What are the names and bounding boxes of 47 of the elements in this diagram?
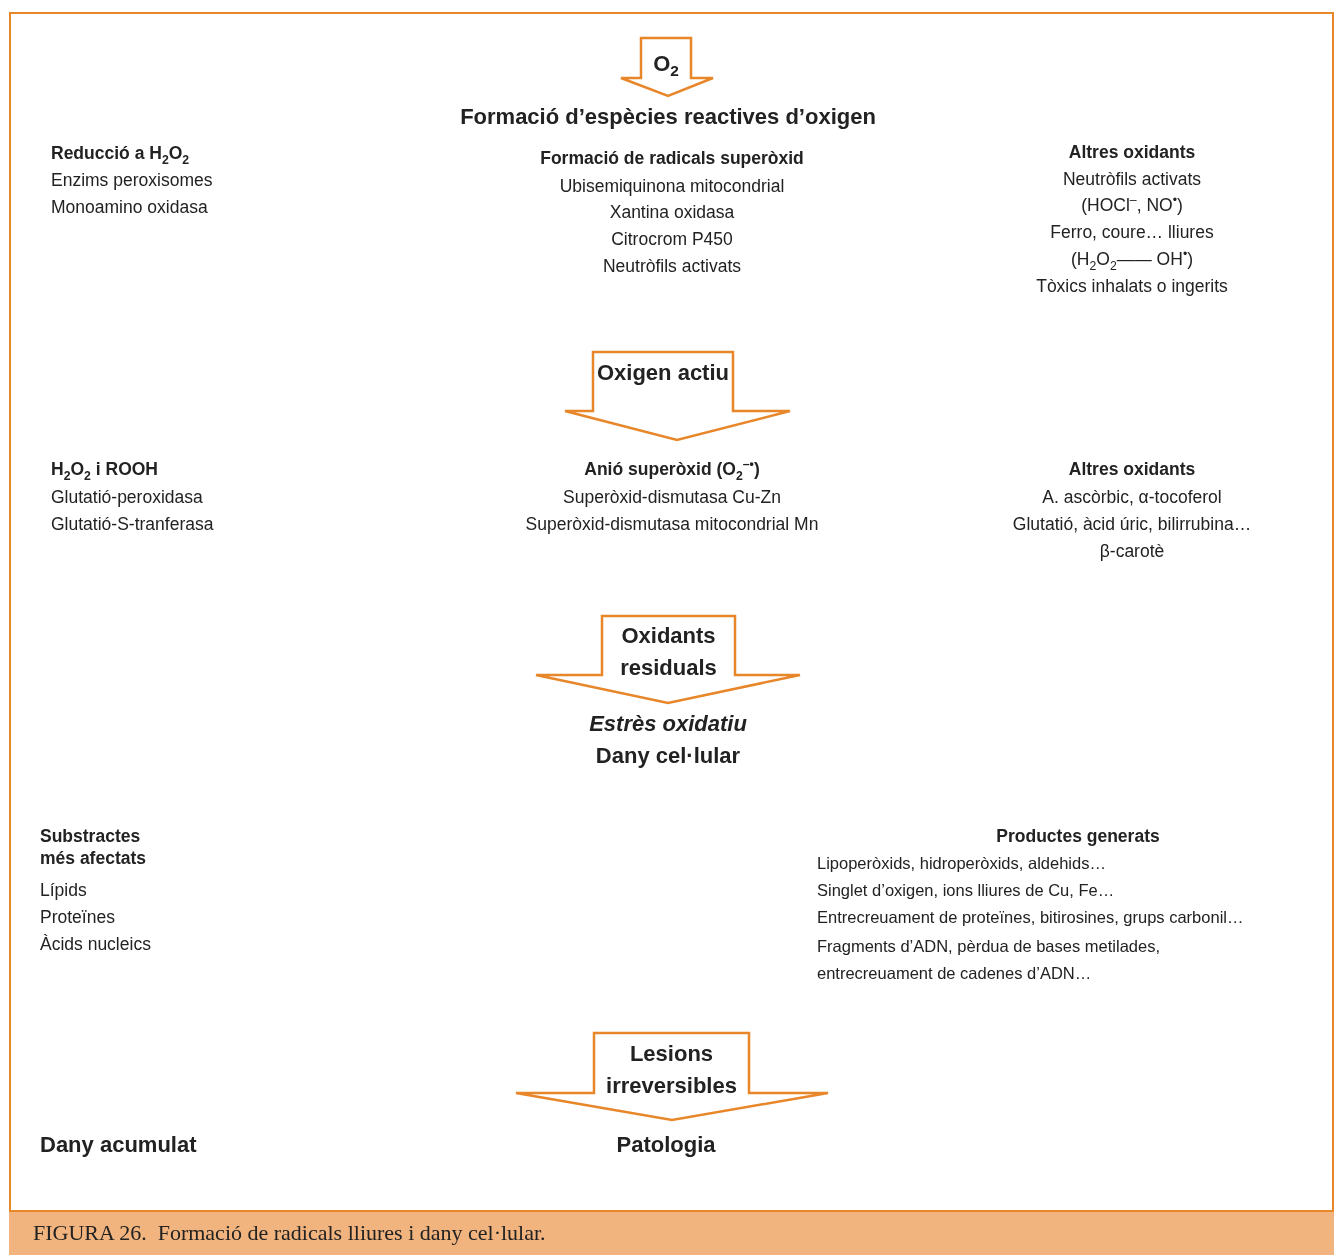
outcome-heading: Patologia [616,1131,716,1159]
list-item: Ferro, coure… lliures [1050,221,1214,243]
list-item: Citrocrom P450 [611,228,733,250]
block-arrow [565,352,790,440]
list-item: Glutatió-S-tranferasa [51,513,214,535]
list-item: β-carotè [1099,540,1165,562]
arrow-label: Oxidants residuals [619,622,718,682]
list-item: Monoamino oxidasa [51,196,208,218]
list-item: Entrecreuament de proteïnes, bitirosines, grups carbonil… [817,907,1244,928]
arrow-label: Oxigen actiu [595,359,730,387]
section-heading: Formació d’espècies reactives d’oxigen [460,103,876,131]
list-item: Glutatió-peroxidasa [51,486,203,508]
figure-caption: FIGURA 26. Formació de radicals lliures i dany cel·lular. [33,1220,546,1246]
list-item: A. ascòrbic, α-tocoferol [1042,486,1222,508]
outcome-heading: Dany cel·lular [595,742,741,770]
list-item: Xantina oxidasa [609,201,735,223]
list-item: Lípids [40,879,87,901]
list-item: Superòxid-dismutasa mitocondrial Mn [525,513,819,535]
outcome-heading: Dany acumulat [40,1131,197,1159]
emphasis-heading: Estrès oxidatiu [589,710,747,738]
arrow-label: O$_{2}$ [652,50,680,80]
list-item: Lipoperòxids, hidroperòxids, aldehids… [817,853,1106,874]
list-item: (H$_{2}$O$_{2}$—— OH$^{•}$) [1071,248,1193,270]
column-heading: Reducció a H$_{2}$O$_{2}$ [51,142,190,164]
list-item: Fragments d’ADN, pèrdua de bases metilades, entrecreuament de cadenes d’ADN… [817,936,1161,984]
column-heading: Productes generats [996,825,1160,847]
list-item: Superòxid-dismutasa Cu-Zn [563,486,781,508]
block-arrow [536,616,800,703]
list-item: Tòxics inhalats o ingerits [1036,275,1228,297]
list-item: Neutròfils activats [1062,168,1202,190]
arrow-label: Lesions irreversibles [605,1040,738,1100]
block-arrow [516,1033,828,1120]
list-item: Enzims peroxisomes [51,169,213,191]
column-heading: Formació de radicals superòxid [540,147,804,169]
list-item: Ubisemiquinona mitocondrial [559,175,785,197]
list-item: Àcids nucleics [40,933,151,955]
column-heading: Anió superòxid (O$_{2}$$^{–•}$) [584,458,760,480]
column-heading: H$_{2}$O$_{2}$ i ROOH [51,458,158,480]
column-heading: Altres oxidants [1068,458,1196,480]
list-item: Glutatió, àcid úric, bilirrubina… [1012,513,1252,535]
list-item: Neutròfils activats [602,255,742,277]
list-item: Singlet d’oxigen, ions lliures de Cu, Fe… [817,880,1115,901]
column-heading: Substractes més afectats [40,825,148,869]
block-arrow [621,38,713,96]
list-item: Proteïnes [40,906,115,928]
list-item: (HOCl$^{–}$, NO$^{•}$) [1081,194,1183,216]
column-heading: Altres oxidants [1068,141,1196,163]
